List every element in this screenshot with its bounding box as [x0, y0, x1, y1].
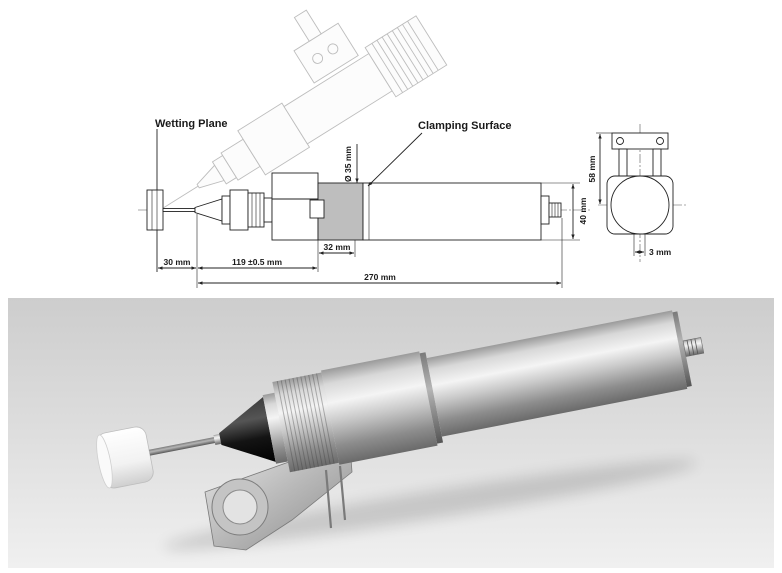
tip-collar [221, 195, 231, 225]
bracket-screw-hole [656, 137, 664, 145]
dispensing-tool [96, 310, 705, 489]
bracket-top-bar [611, 132, 669, 150]
tool-shadow [163, 460, 697, 550]
tool-black-cone [219, 397, 276, 462]
wetting-plane-block-detail [151, 190, 158, 230]
tool-knurl-texture [276, 373, 336, 472]
nozzle-length-dimension-label: 119 ±0.5 mm [232, 257, 282, 267]
ghost-supply-tube [293, 9, 322, 42]
wetting-plane-label: Wetting Plane [155, 118, 228, 130]
mounting-bracket [204, 445, 353, 551]
ghost-fins [371, 20, 439, 93]
bracket-arm-right [652, 148, 662, 177]
tool-body-step [419, 352, 444, 444]
plane-offset-dimension-label: 30 mm [164, 257, 191, 267]
clamping-surface-leader [367, 132, 423, 187]
main-body [362, 182, 542, 241]
clamping-surface-area [317, 182, 364, 241]
ghost-finned-section [364, 15, 448, 98]
diameter-dimension-label: Ø 35 mm [343, 146, 353, 182]
bracket-screw-hole [616, 137, 624, 145]
tool-rear-connector [682, 337, 705, 357]
clamp-length-dimension-label: 32 mm [324, 242, 351, 252]
wetting-plane-block [146, 189, 164, 231]
rear-connector-threads [551, 203, 559, 217]
tool-rear-cap [672, 311, 692, 387]
neck [263, 197, 273, 223]
tilted-tool-ghost [152, 9, 448, 215]
bracket-leg [324, 465, 347, 529]
front-nut [229, 189, 249, 231]
bracket-ring-hole [222, 489, 258, 525]
ghost-valve-port [327, 43, 339, 55]
needle [162, 208, 196, 212]
technical-drawing: Wetting Plane Clamping Surface Ø 35 mm 4… [8, 8, 774, 290]
threaded-ring-lines [251, 193, 261, 227]
bracket-bore [610, 175, 670, 235]
clamp-screw [309, 199, 325, 219]
tool-rear-connector-threads [686, 338, 699, 356]
tool-white-cap-face [96, 434, 113, 489]
tool-front-ring [262, 392, 288, 464]
technical-drawing-panel: Wetting Plane Clamping Surface Ø 35 mm 4… [8, 8, 774, 290]
body-height-dimension-label: 40 mm [578, 197, 588, 224]
product-photo [8, 298, 774, 568]
bracket-end-view: 58 mm 3 mm [587, 124, 686, 262]
tool-needle [149, 436, 217, 456]
total-length-dimension-label: 270 mm [364, 272, 396, 282]
tool-main-body [426, 310, 688, 437]
tool-front-body [321, 351, 438, 465]
product-photo-panel [8, 298, 774, 568]
rear-cap [540, 195, 550, 225]
clamping-surface-label: Clamping Surface [418, 120, 512, 132]
bracket-arm-left [618, 148, 628, 177]
bracket-gap-dimension-label: 3 mm [649, 247, 672, 257]
ghost-valve-port [312, 52, 324, 64]
bracket-height-dimension-label: 58 mm [587, 155, 597, 182]
